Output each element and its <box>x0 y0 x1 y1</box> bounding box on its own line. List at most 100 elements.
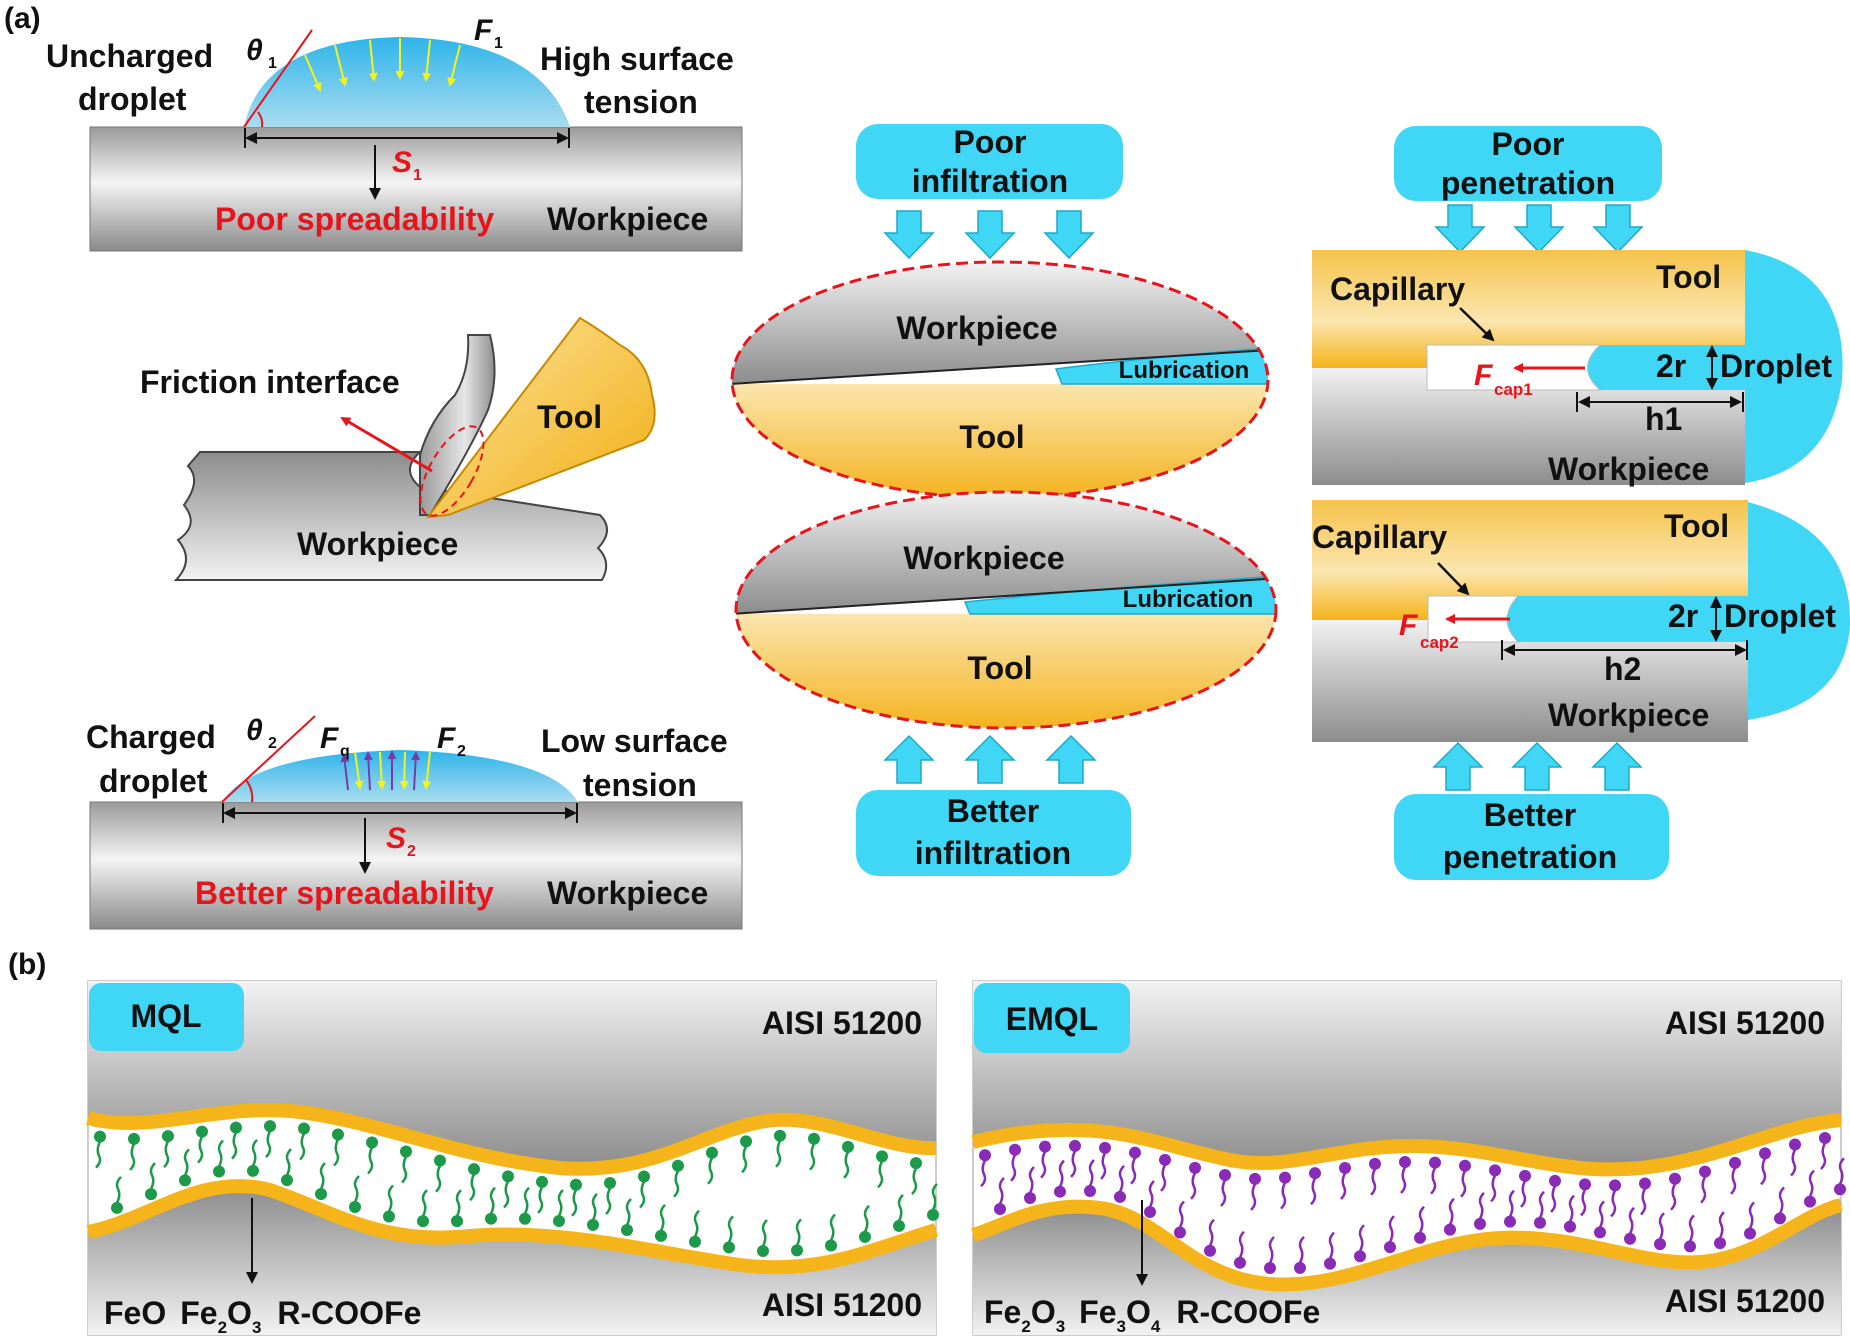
molecule-tail <box>1370 1168 1377 1196</box>
molecule-head <box>791 1244 803 1257</box>
molecule-head <box>994 1202 1006 1215</box>
molecule-tail <box>1568 1194 1575 1223</box>
molecule-tail <box>1658 1212 1665 1240</box>
molecule-head <box>519 1212 531 1225</box>
molecule-head <box>910 1157 922 1170</box>
molecule-tail <box>795 1218 802 1246</box>
s1-symbol: S <box>392 146 412 179</box>
molecule-head <box>247 1164 259 1177</box>
molecule-head <box>383 1210 395 1223</box>
molecule-tail <box>1220 1179 1227 1207</box>
molecule-head <box>230 1121 242 1134</box>
molecule-tail <box>435 1165 442 1193</box>
molecule-head <box>179 1174 191 1187</box>
molecule-head <box>434 1154 446 1167</box>
molecule-tail <box>1718 1211 1725 1239</box>
bottom-capillary-pointer <box>1437 562 1470 596</box>
molecule-head <box>451 1215 463 1228</box>
molecule-head <box>604 1177 616 1190</box>
molecule-head <box>1744 1227 1756 1240</box>
molecule-tail <box>1640 1187 1647 1216</box>
molecule-head <box>638 1170 650 1183</box>
molecule-head <box>264 1120 276 1133</box>
molecule-head <box>1114 1190 1126 1203</box>
molecule-tail <box>1610 1189 1617 1218</box>
molecule-head <box>1489 1164 1501 1177</box>
molecule-tail <box>1778 1186 1785 1214</box>
better-penetration-box <box>1394 794 1669 880</box>
workpiece-slab <box>89 126 743 252</box>
molecule-tail <box>1100 1152 1107 1180</box>
f2-sub: 2 <box>457 743 466 760</box>
molecule-head <box>706 1146 718 1159</box>
molecule-head <box>298 1122 310 1135</box>
molecule-head <box>1174 1226 1186 1239</box>
emql-badge <box>974 983 1130 1053</box>
mql-molecules <box>94 1120 939 1257</box>
molecule-head <box>400 1145 412 1158</box>
friction-arrow <box>340 416 433 473</box>
molecule-head <box>1774 1212 1786 1225</box>
molecule-head <box>876 1150 888 1163</box>
contact-angle-line <box>243 29 313 128</box>
theta2-symbol: θ <box>246 714 263 747</box>
molecule-tail <box>537 1186 544 1214</box>
molecule-head <box>1279 1171 1291 1184</box>
penetration-diagram: Poor penetration Tool Capillary F cap1 2… <box>1312 126 1850 880</box>
molecule-tail <box>1520 1180 1527 1208</box>
molecule-head <box>128 1132 140 1145</box>
molecule-head <box>1474 1217 1486 1230</box>
molecule-tail <box>1490 1174 1497 1203</box>
molecule-tail <box>523 1186 530 1215</box>
tool-wedge <box>425 316 656 519</box>
molecule-head <box>1699 1165 1711 1178</box>
molecule-head <box>1129 1146 1141 1159</box>
molecule-tail <box>1538 1190 1545 1219</box>
poor-penetration-line2: penetration <box>1441 165 1615 201</box>
molecule-tail <box>1130 1157 1137 1185</box>
molecule-head <box>689 1235 701 1248</box>
molecule-tail <box>931 1183 938 1211</box>
mql-top-oxide-layer <box>86 1103 937 1176</box>
top-droplet-label: Droplet <box>1720 348 1832 384</box>
bottom-workpiece-label: Workpiece <box>903 540 1064 576</box>
molecule-head <box>1189 1161 1201 1174</box>
charged-droplet-diagram: Charged droplet θ 2 F q F 2 Low surface … <box>86 714 743 930</box>
molecule-tail <box>1070 1150 1077 1178</box>
molecule-head <box>1384 1241 1396 1254</box>
down-arrows <box>1434 204 1644 254</box>
molecule-head <box>468 1163 480 1176</box>
molecule-tail <box>455 1189 462 1217</box>
molecule-tail <box>1688 1214 1695 1242</box>
molecule-head <box>1639 1177 1651 1190</box>
molecule-head <box>111 1201 123 1214</box>
mql-bottom-material: AISI 51200 <box>762 1287 922 1323</box>
molecule-head <box>196 1125 208 1138</box>
top-workpiece-label: Workpiece <box>896 310 1057 346</box>
molecule-head <box>213 1165 225 1178</box>
friction-interface-label: Friction interface <box>140 364 400 400</box>
molecule-head <box>94 1130 106 1143</box>
cutting-zone-diagram: Friction interface Tool Workpiece <box>140 316 656 581</box>
molecule-tail <box>673 1170 680 1198</box>
molecule-tail <box>897 1194 904 1222</box>
molecule-tail <box>1820 1142 1827 1170</box>
molecule-tail <box>149 1162 156 1190</box>
molecule-tail <box>367 1146 374 1175</box>
molecule-tail <box>1280 1182 1287 1210</box>
s1-sub: 1 <box>413 167 422 184</box>
molecule-tail <box>1208 1218 1215 1247</box>
contact-angle-arc <box>245 779 254 803</box>
molecule-head <box>893 1219 905 1232</box>
molecule-head <box>1504 1215 1516 1228</box>
molecule-tail <box>1328 1231 1335 1260</box>
molecule-tail <box>1418 1205 1425 1234</box>
molecule-tail <box>1160 1164 1167 1192</box>
emql-top-surface <box>973 981 1841 1170</box>
molecule-head <box>859 1230 871 1243</box>
molecule-head <box>1819 1131 1831 1144</box>
bottom-droplet-bulge <box>1748 502 1850 720</box>
molecule-head <box>1684 1240 1696 1253</box>
droplet-shape <box>222 750 578 802</box>
